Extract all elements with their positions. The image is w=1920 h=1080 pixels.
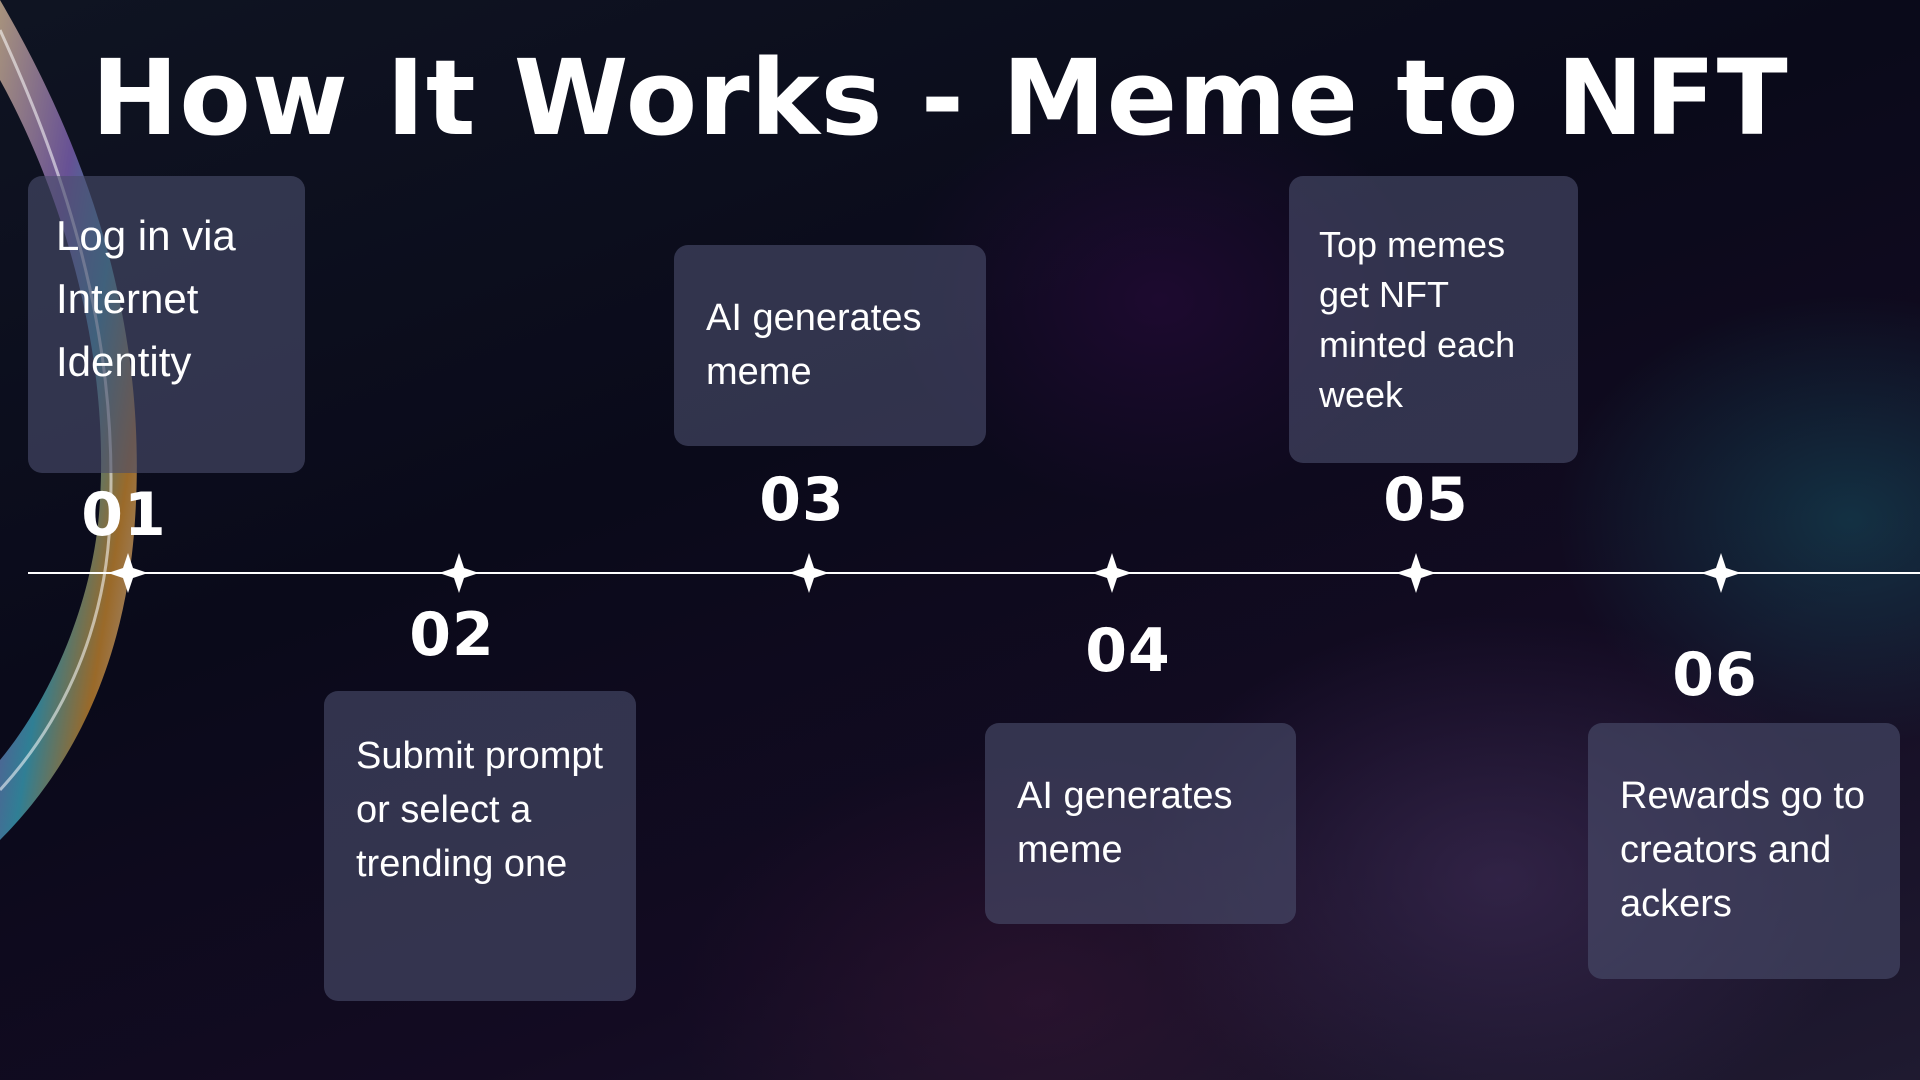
step-text-03: AI generates meme xyxy=(706,297,922,393)
step-number-01: 01 xyxy=(81,480,167,550)
step-number-04: 04 xyxy=(1085,616,1171,686)
step-number-02: 02 xyxy=(409,600,495,670)
step-number-03: 03 xyxy=(759,465,845,535)
page-title: How It Works - Meme to NFT xyxy=(91,37,1789,159)
step-text-01: Log in via Internet Identity xyxy=(56,212,236,385)
step-card-03: AI generates meme xyxy=(674,245,986,446)
step-text-06: Rewards go to creators and ackers xyxy=(1620,775,1866,925)
timeline-star-marker xyxy=(789,553,829,593)
timeline-star-marker xyxy=(1701,553,1741,593)
step-text-02: Submit prompt or select a trending one xyxy=(356,735,604,885)
bubble-decoration xyxy=(0,0,137,840)
step-card-01: Log in via Internet Identity xyxy=(28,176,305,473)
timeline-star-marker xyxy=(1396,553,1436,593)
step-text-05: Top memes get NFT minted each week xyxy=(1319,224,1516,415)
step-text-04: AI generates meme xyxy=(1017,775,1233,871)
step-card-05: Top memes get NFT minted each week xyxy=(1289,176,1578,463)
step-number-05: 05 xyxy=(1383,465,1469,535)
step-number-06: 06 xyxy=(1672,640,1758,710)
timeline-star-marker xyxy=(439,553,479,593)
timeline-star-marker xyxy=(1092,553,1132,593)
step-card-06: Rewards go to creators and ackers xyxy=(1588,723,1900,979)
step-card-04: AI generates meme xyxy=(985,723,1296,924)
step-card-02: Submit prompt or select a trending one xyxy=(324,691,636,1001)
